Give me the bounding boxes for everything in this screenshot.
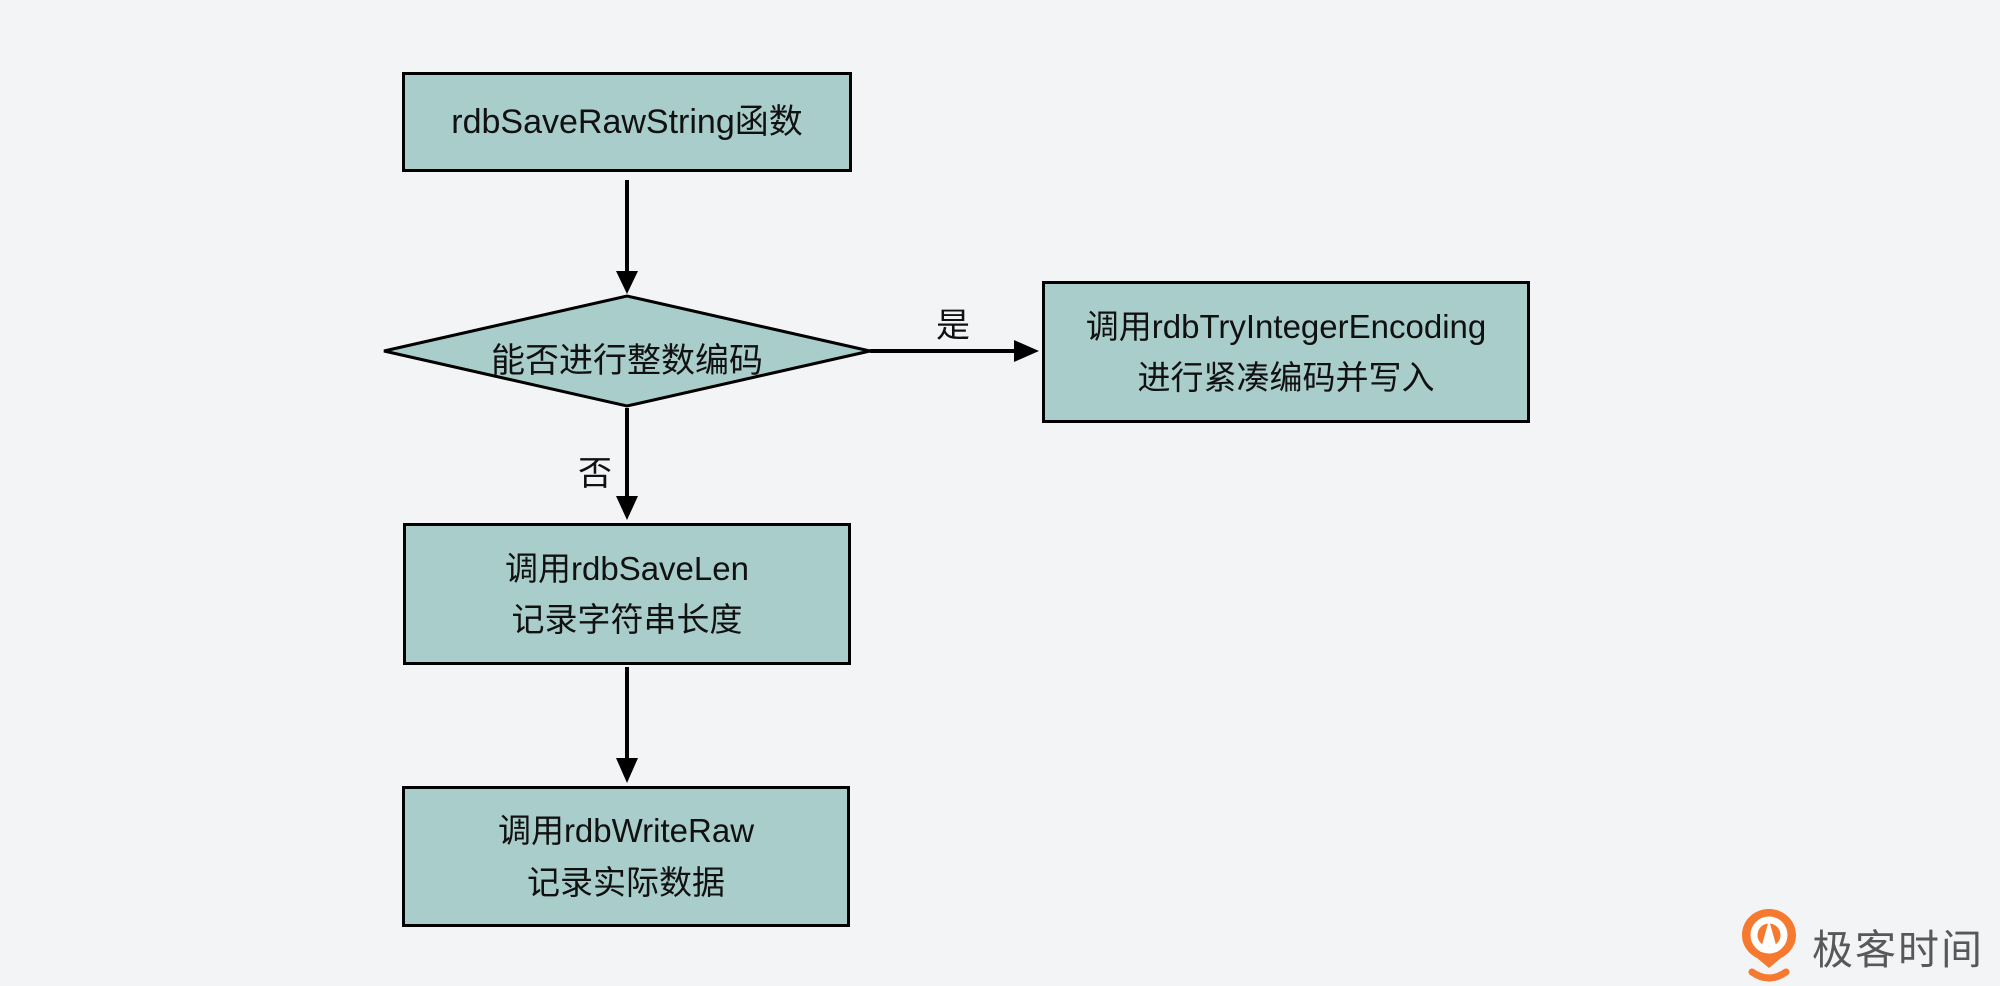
geektime-logo-text: 极客时间 bbox=[1812, 927, 1984, 973]
arrowhead-down-icon bbox=[616, 758, 638, 783]
node-label: rdbSaveRawString函数 bbox=[451, 102, 803, 141]
node-rdbsaverawstring: rdbSaveRawString函数 bbox=[402, 72, 852, 172]
node-label-line2: 进行紧凑编码并写入 bbox=[1137, 359, 1435, 396]
node-label-line1: 调用rdbWriteRaw bbox=[497, 812, 755, 850]
geektime-pin-icon bbox=[1742, 909, 1796, 982]
node-rdbwriteraw: 调用rdbWriteRaw 记录实际数据 bbox=[402, 786, 850, 927]
geektime-logo: 极客时间 bbox=[1740, 906, 1984, 986]
arrowhead-right-icon bbox=[1014, 340, 1039, 362]
node-label-line1: 调用rdbTryIntegerEncoding bbox=[1085, 307, 1487, 345]
node-decision-label: 能否进行整数编码 bbox=[491, 342, 763, 380]
edge-label-no: 否 bbox=[578, 455, 612, 493]
arrow-decision-to-savelen bbox=[616, 408, 638, 520]
node-label-line2: 记录字符串长度 bbox=[511, 601, 743, 638]
edge-label-yes: 是 bbox=[936, 307, 970, 345]
node-label-line2: 记录实际数据 bbox=[527, 863, 725, 901]
arrow-savelen-to-writeraw bbox=[616, 667, 638, 783]
node-try-integer-encoding: 调用rdbTryIntegerEncoding 进行紧凑编码并写入 bbox=[1042, 281, 1530, 423]
node-rdbsavelen: 调用rdbSaveLen 记录字符串长度 bbox=[403, 523, 851, 665]
arrow-decision-to-tryinteger bbox=[870, 340, 1039, 362]
arrow-start-to-decision bbox=[616, 180, 638, 294]
arrowhead-down-icon bbox=[616, 271, 638, 294]
arrowhead-down-icon bbox=[616, 496, 638, 520]
node-label-line1: 调用rdbSaveLen bbox=[505, 549, 749, 587]
